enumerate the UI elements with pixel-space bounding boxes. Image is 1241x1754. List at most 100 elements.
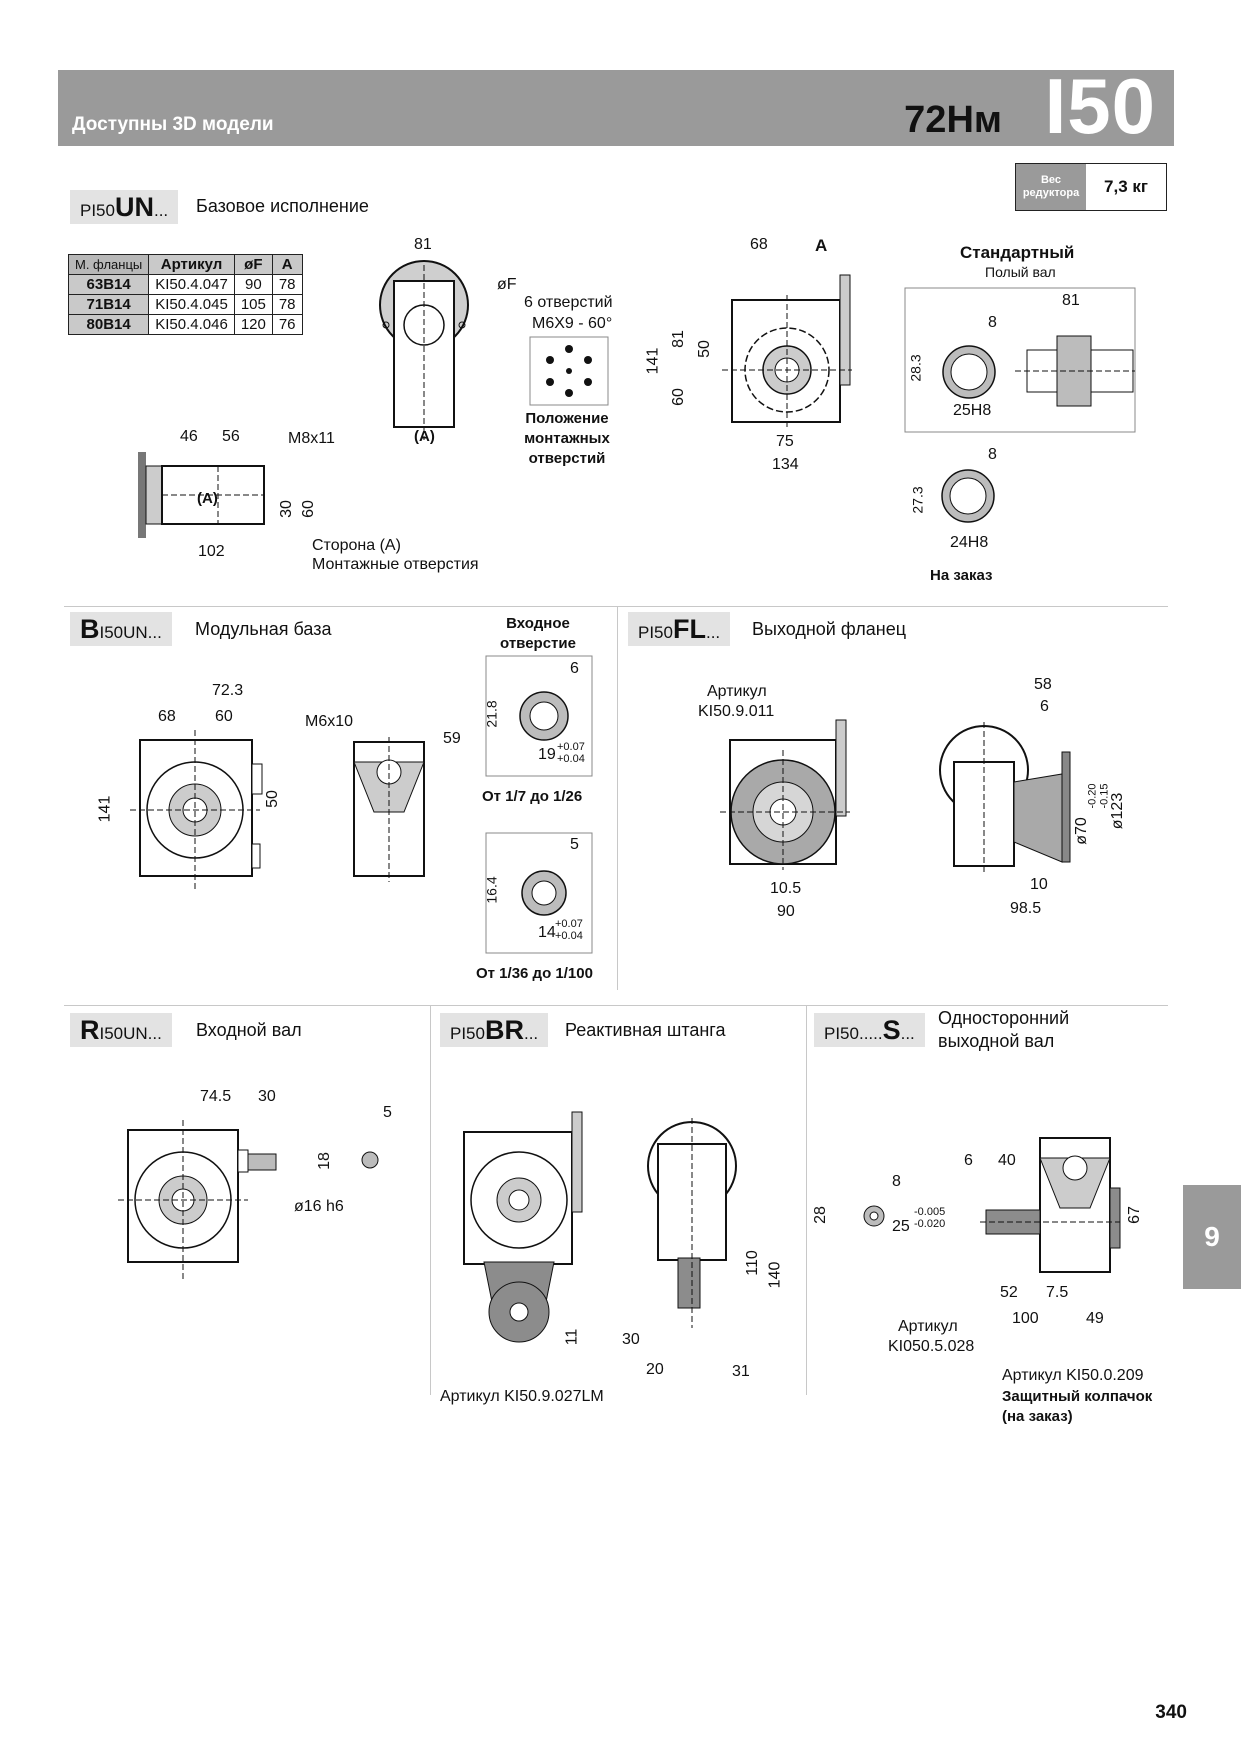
br-dim-30: 30	[622, 1331, 640, 1348]
chapter-tab: 9	[1183, 1185, 1241, 1289]
code-box-s: PI50.....S...	[814, 1013, 925, 1047]
dim-f-label: øF	[497, 276, 517, 293]
hole-b-5: 5	[570, 836, 579, 853]
s-dim-tol-dn: -0.020	[914, 1218, 946, 1230]
br-front-view-drawing	[463, 1111, 583, 1343]
b-dim-141: 141	[96, 795, 114, 823]
shaft-std-h8: 25H8	[953, 402, 992, 419]
s-dim-7-5: 7.5	[1046, 1284, 1069, 1301]
input-hole-b-drawing	[485, 832, 593, 954]
fl-front-view-drawing	[720, 719, 850, 870]
flange-table: М. фланцы Артикул øF A 63B14 KI50.4.047 …	[67, 254, 303, 335]
table-header: М. фланцы	[67, 254, 150, 275]
shaft-order-drawing	[941, 469, 995, 523]
b-dim-59: 59	[443, 730, 461, 747]
s-dim-6: 6	[964, 1152, 973, 1169]
r-front-view-drawing	[118, 1120, 277, 1280]
code-prefix: PI50	[450, 1024, 485, 1043]
header-subtitle: Доступны 3D модели	[72, 114, 274, 135]
hole-a-6: 6	[570, 660, 579, 677]
fl-dim-6: 6	[1040, 698, 1049, 715]
br-article: Артикул KI50.9.027LM	[440, 1388, 604, 1405]
side-a-inner: (A)	[197, 490, 218, 507]
hole-a-tol-dn: +0.04	[557, 753, 585, 765]
table-cell: 76	[271, 314, 303, 335]
dim-68: 68	[750, 236, 768, 253]
fl-dim-123: ø123	[1109, 792, 1127, 830]
dim-102: 102	[198, 543, 225, 560]
hole-b-tol-dn: +0.04	[555, 930, 583, 942]
s-cap-label-2: (на заказ)	[1002, 1408, 1073, 1425]
section-title-fl: Выходной фланец	[752, 619, 907, 639]
separator-line	[430, 1005, 431, 1395]
shaft-order-8: 8	[988, 446, 997, 463]
shaft-std-drawing	[904, 287, 1136, 433]
br-dim-110: 110	[743, 1250, 761, 1276]
table-cell: 105	[233, 294, 273, 315]
dim-134: 134	[772, 456, 799, 473]
side-note-1: Сторона (A)	[312, 537, 401, 554]
dim-75: 75	[776, 433, 794, 450]
shaft-std-subtitle: Полый вал	[985, 264, 1056, 280]
br-dim-20: 20	[646, 1361, 664, 1378]
fl-article-2: KI50.9.011	[698, 703, 775, 720]
hole-b-14: 14	[538, 924, 556, 941]
code-rest: I50UN...	[99, 1024, 162, 1043]
s-article-2: KI050.5.028	[888, 1338, 975, 1355]
mount-label-3: отверстий	[528, 450, 606, 467]
fl-dim-90: 90	[777, 903, 795, 920]
hole-b-tol-up: +0.07	[555, 918, 583, 930]
s-dim-40: 40	[998, 1152, 1016, 1169]
code-big: UN	[114, 192, 154, 222]
weight-box: Вес редуктора 7,3 кг	[1015, 163, 1167, 211]
table-header-row: М. фланцы Артикул øF A	[67, 254, 303, 275]
shaft-order-h8: 24H8	[950, 534, 989, 551]
separator-line	[806, 1005, 807, 1395]
un-bottom-view-drawing	[138, 452, 265, 538]
s-article-1: Артикул	[898, 1318, 958, 1335]
weight-label: Вес редуктора	[1016, 164, 1086, 210]
dim-30: 30	[277, 500, 295, 518]
br-dim-11: 11	[563, 1328, 581, 1346]
b-dim-68: 68	[158, 708, 176, 725]
dim-60: 60	[299, 500, 317, 518]
b-front-view-drawing	[130, 730, 263, 890]
hole-a-19: 19	[538, 746, 556, 763]
b-dim-50: 50	[263, 790, 281, 808]
r-dim-74: 74.5	[200, 1088, 232, 1105]
table-cell: KI50.4.047	[148, 274, 235, 295]
table-row: 71B14 KI50.4.045 105 78	[67, 294, 303, 315]
s-shaft-section-drawing	[863, 1205, 885, 1227]
s-side-view-drawing	[980, 1137, 1121, 1273]
fl-article-1: Артикул	[707, 683, 767, 700]
b-dim-m6: M6x10	[305, 713, 354, 730]
dim-141: 141	[644, 347, 662, 375]
br-dim-31: 31	[732, 1363, 750, 1380]
s-dim-52: 52	[1000, 1284, 1018, 1301]
table-header: Артикул	[148, 254, 235, 275]
dim-m8: M8x11	[288, 430, 335, 447]
br-side-view-drawing	[647, 1118, 737, 1328]
header-model: I50	[1044, 62, 1156, 150]
dim-56: 56	[222, 428, 240, 445]
un-side-view-drawing	[379, 260, 469, 440]
code-suffix: ...	[153, 201, 169, 220]
r-dim-16: ø16 h6	[294, 1198, 344, 1215]
s-dim-tol-up: -0.005	[914, 1206, 946, 1218]
b-side-view-drawing	[353, 737, 425, 882]
section-title-r: Входной вал	[196, 1020, 302, 1040]
section-title-s-2: выходной вал	[938, 1031, 1055, 1051]
s-dim-25: 25	[892, 1218, 910, 1235]
hole-a-label: От 1/7 до 1/26	[482, 788, 583, 805]
input-hole-a-drawing	[485, 655, 593, 777]
r-shaft-section-drawing	[361, 1151, 379, 1169]
shaft-std-title: Стандартный	[960, 243, 1075, 262]
shaft-std-28: 28.3	[907, 354, 924, 382]
s-dim-49: 49	[1086, 1310, 1104, 1327]
r-dim-18: 18	[315, 1152, 333, 1170]
